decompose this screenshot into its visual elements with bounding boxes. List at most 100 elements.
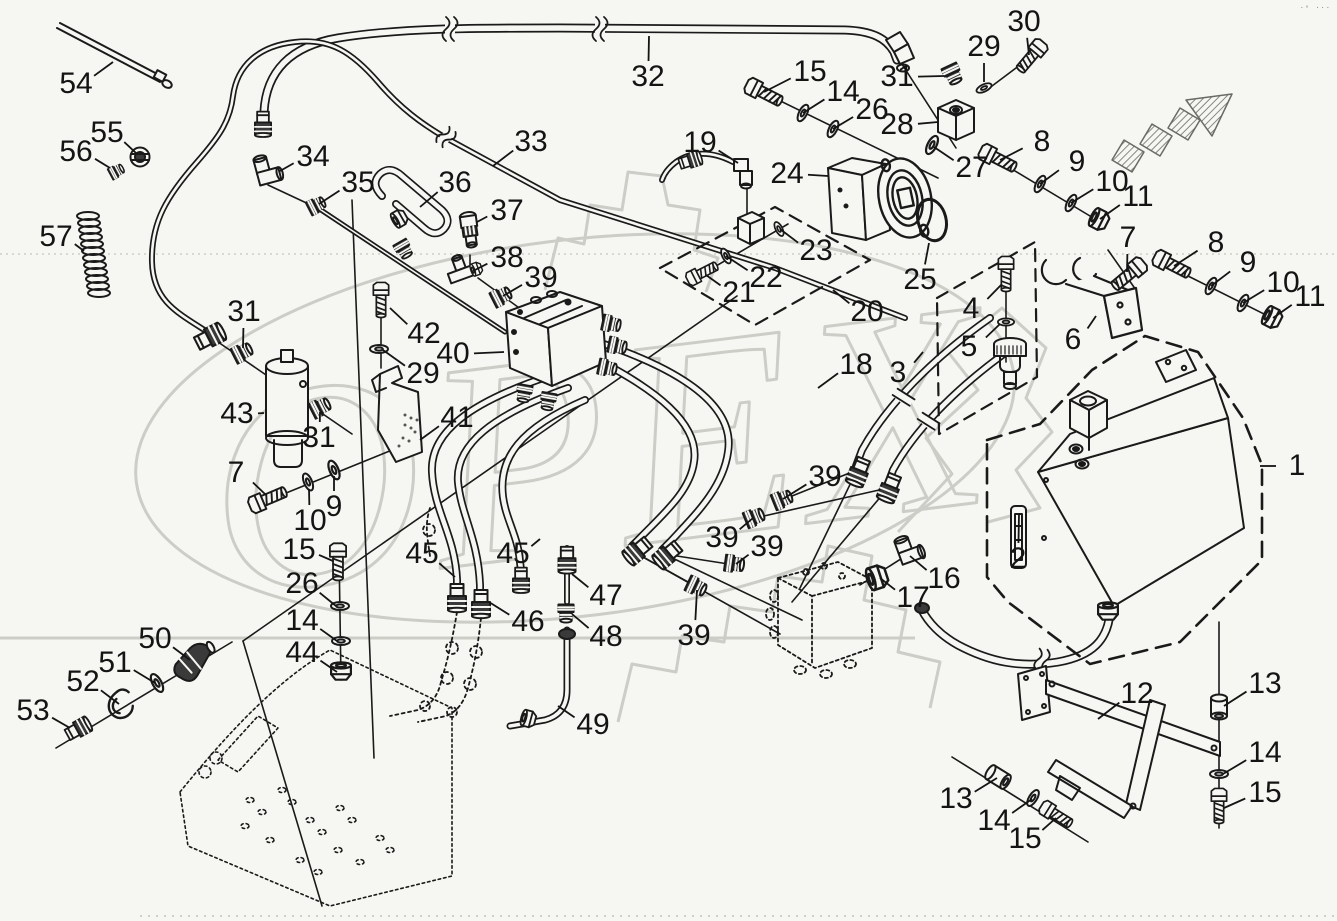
callout-4[interactable]: 4 bbox=[962, 292, 980, 325]
leader-line-48 bbox=[571, 613, 590, 629]
breather-cap bbox=[993, 337, 1027, 390]
callout-13[interactable]: 13 bbox=[1248, 667, 1282, 700]
callout-10[interactable]: 10 bbox=[1266, 266, 1300, 299]
callout-3[interactable]: 3 bbox=[889, 356, 907, 389]
callout-45[interactable]: 45 bbox=[405, 537, 439, 570]
dashed-box-3 bbox=[935, 240, 1039, 436]
hidden-panel bbox=[179, 649, 453, 907]
callout-14[interactable]: 14 bbox=[826, 75, 860, 108]
callout-31[interactable]: 31 bbox=[302, 421, 336, 454]
callout-15[interactable]: 15 bbox=[1008, 822, 1042, 855]
elbow-32-end bbox=[885, 31, 915, 73]
callout-8[interactable]: 8 bbox=[1207, 226, 1225, 259]
callout-23[interactable]: 23 bbox=[799, 234, 833, 267]
callout-10[interactable]: 10 bbox=[293, 504, 327, 537]
callout-1[interactable]: 1 bbox=[1288, 449, 1306, 482]
callout-43[interactable]: 43 bbox=[220, 397, 254, 430]
callout-40[interactable]: 40 bbox=[436, 337, 470, 370]
callout-42[interactable]: 42 bbox=[407, 317, 441, 350]
callout-54[interactable]: 54 bbox=[59, 67, 93, 100]
callout-15[interactable]: 15 bbox=[793, 55, 827, 88]
callout-51[interactable]: 51 bbox=[98, 646, 132, 679]
callout-16[interactable]: 16 bbox=[927, 562, 961, 595]
callout-39[interactable]: 39 bbox=[705, 521, 739, 554]
callout-19[interactable]: 19 bbox=[683, 126, 717, 159]
callout-14[interactable]: 14 bbox=[977, 804, 1011, 837]
callout-46[interactable]: 46 bbox=[511, 605, 545, 638]
leader-line-36 bbox=[419, 191, 439, 208]
callout-33[interactable]: 33 bbox=[514, 125, 548, 158]
leader-line-26 bbox=[832, 116, 854, 130]
callout-2[interactable]: 2 bbox=[1009, 542, 1027, 575]
tank-body bbox=[1037, 349, 1245, 621]
callout-7[interactable]: 7 bbox=[227, 456, 245, 489]
callout-28[interactable]: 28 bbox=[880, 108, 914, 141]
callout-10[interactable]: 10 bbox=[1095, 165, 1129, 198]
callout-25[interactable]: 25 bbox=[903, 263, 937, 296]
callout-52[interactable]: 52 bbox=[66, 665, 100, 698]
callout-6[interactable]: 6 bbox=[1064, 323, 1082, 356]
callout-11[interactable]: 11 bbox=[1294, 280, 1326, 313]
leader-line-23 bbox=[779, 228, 799, 244]
leader-line-16 bbox=[909, 555, 928, 571]
callout-14[interactable]: 14 bbox=[1248, 736, 1282, 769]
callout-39[interactable]: 39 bbox=[677, 619, 711, 652]
callout-9[interactable]: 9 bbox=[1239, 246, 1257, 279]
callout-47[interactable]: 47 bbox=[589, 579, 623, 612]
callout-9[interactable]: 9 bbox=[325, 490, 343, 523]
callout-38[interactable]: 38 bbox=[490, 241, 524, 274]
callout-9[interactable]: 9 bbox=[1068, 145, 1086, 178]
callout-15[interactable]: 15 bbox=[1248, 776, 1282, 809]
callout-7[interactable]: 7 bbox=[1119, 221, 1137, 254]
callout-22[interactable]: 22 bbox=[749, 261, 783, 294]
callout-26[interactable]: 26 bbox=[855, 93, 889, 126]
callout-13[interactable]: 13 bbox=[939, 782, 973, 815]
callout-39[interactable]: 39 bbox=[524, 261, 558, 294]
leader-line-56 bbox=[94, 158, 111, 169]
callout-27[interactable]: 27 bbox=[955, 151, 989, 184]
leader-line-39 bbox=[735, 553, 750, 565]
callout-36[interactable]: 36 bbox=[438, 166, 472, 199]
callout-20[interactable]: 20 bbox=[850, 295, 884, 328]
callout-53[interactable]: 53 bbox=[16, 694, 50, 727]
callout-37[interactable]: 37 bbox=[490, 194, 524, 227]
callout-56[interactable]: 56 bbox=[59, 135, 93, 168]
callout-29[interactable]: 29 bbox=[967, 30, 1001, 63]
callout-44[interactable]: 44 bbox=[285, 636, 319, 669]
callout-17[interactable]: 17 bbox=[896, 581, 930, 614]
leader-line-45 bbox=[530, 538, 541, 547]
callout-39[interactable]: 39 bbox=[808, 460, 842, 493]
callout-11[interactable]: 11 bbox=[1122, 180, 1154, 213]
callout-31[interactable]: 31 bbox=[880, 60, 914, 93]
callout-55[interactable]: 55 bbox=[90, 116, 124, 149]
bracket-6 bbox=[1040, 256, 1144, 340]
callout-49[interactable]: 49 bbox=[576, 708, 610, 741]
callout-32[interactable]: 32 bbox=[631, 60, 665, 93]
callout-5[interactable]: 5 bbox=[960, 330, 978, 363]
callout-45[interactable]: 45 bbox=[496, 537, 530, 570]
leader-line-25 bbox=[924, 242, 930, 265]
callout-14[interactable]: 14 bbox=[285, 604, 319, 637]
callout-50[interactable]: 50 bbox=[138, 622, 172, 655]
callout-57[interactable]: 57 bbox=[39, 220, 73, 253]
leader-line-4 bbox=[986, 283, 1003, 300]
callout-31[interactable]: 31 bbox=[227, 295, 261, 328]
callout-34[interactable]: 34 bbox=[296, 140, 330, 173]
callout-41[interactable]: 41 bbox=[440, 401, 474, 434]
callout-21[interactable]: 21 bbox=[722, 276, 756, 309]
callout-35[interactable]: 35 bbox=[341, 166, 375, 199]
callout-24[interactable]: 24 bbox=[770, 157, 804, 190]
callout-26[interactable]: 26 bbox=[285, 567, 319, 600]
leader-line-7 bbox=[252, 481, 267, 496]
leader-line-8 bbox=[999, 147, 1024, 161]
callout-30[interactable]: 30 bbox=[1007, 5, 1041, 38]
bracket-12 bbox=[1017, 665, 1221, 819]
callout-18[interactable]: 18 bbox=[839, 348, 873, 381]
callout-15[interactable]: 15 bbox=[282, 533, 316, 566]
callout-39[interactable]: 39 bbox=[750, 530, 784, 563]
callout-12[interactable]: 12 bbox=[1120, 677, 1154, 710]
callout-48[interactable]: 48 bbox=[589, 620, 623, 653]
callout-29[interactable]: 29 bbox=[406, 357, 440, 390]
watermark-gear-right bbox=[896, 306, 1054, 534]
callout-8[interactable]: 8 bbox=[1033, 125, 1051, 158]
